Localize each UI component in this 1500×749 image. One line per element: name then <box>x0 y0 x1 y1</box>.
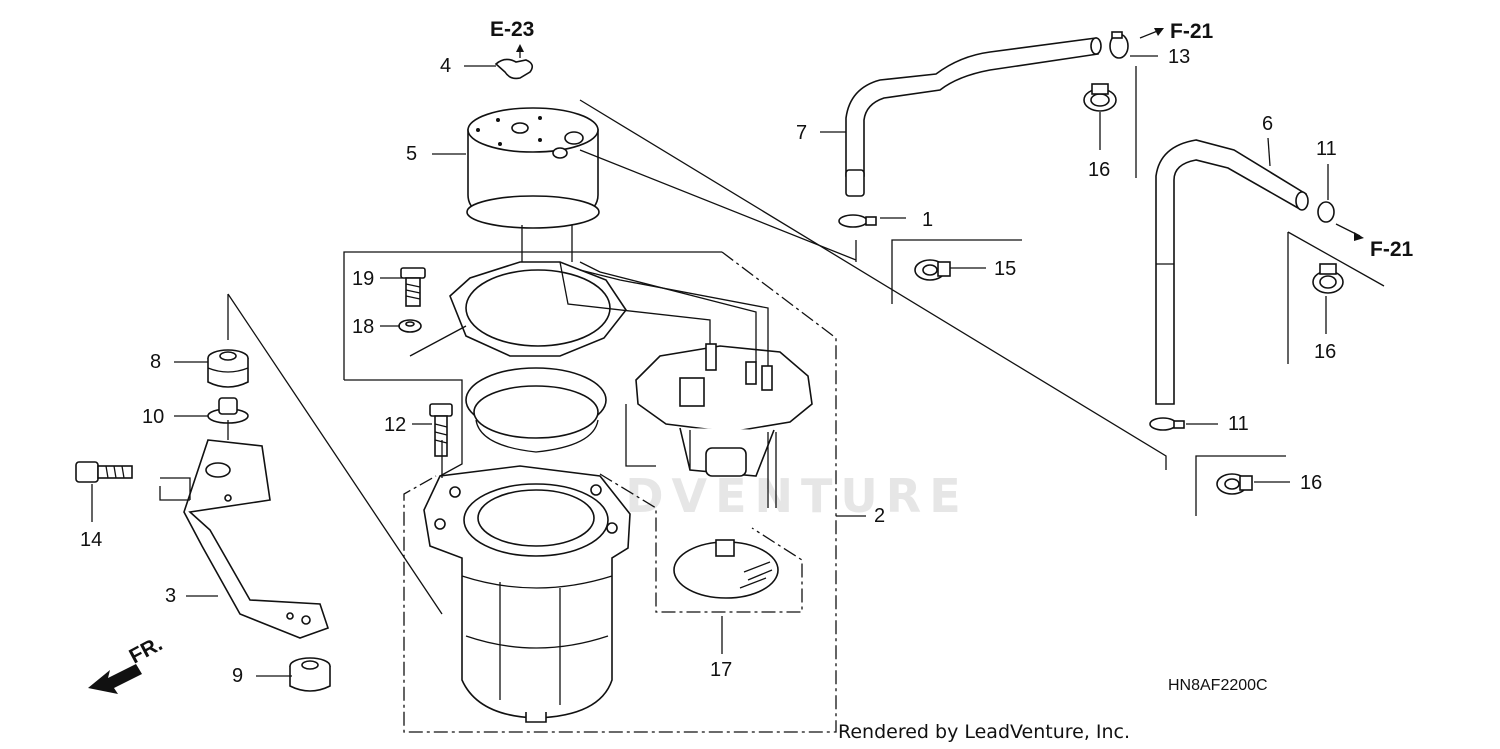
callout-11-upper: 11 <box>1316 138 1337 160</box>
part-19-bolt <box>400 267 426 307</box>
callout-15: 15 <box>994 258 1016 280</box>
callout-16-right: 16 <box>1314 341 1336 363</box>
part-16-clamp-lower <box>1216 473 1253 495</box>
callout-1: 1 <box>922 209 933 231</box>
part-13-clip <box>1109 31 1129 59</box>
gasket-plate <box>449 261 627 357</box>
part-16-clamp-right <box>1312 263 1344 294</box>
part-12-bolt <box>429 403 453 457</box>
part-10-collar <box>207 397 249 424</box>
callout-12: 12 <box>384 414 406 436</box>
part-11-clip-upper <box>1317 201 1335 223</box>
callout-17: 17 <box>710 659 732 681</box>
ref-f21-top: F-21 <box>1170 20 1214 43</box>
fuel-pump-assembly <box>635 343 813 508</box>
leader-lines <box>91 55 1329 677</box>
callout-13: 13 <box>1168 46 1190 68</box>
assembly-lines <box>159 66 1385 615</box>
front-label: FR. <box>126 632 167 668</box>
part-5-filter-cover <box>466 107 600 229</box>
callout-6: 6 <box>1262 113 1273 135</box>
callout-19: 19 <box>352 268 374 290</box>
part-15-clamp <box>914 259 951 281</box>
drawing-code: HN8AF2200C <box>1168 677 1268 694</box>
callout-8: 8 <box>150 351 161 373</box>
callout-14: 14 <box>80 529 102 551</box>
ref-f21-right: F-21 <box>1370 238 1414 261</box>
callout-9: 9 <box>232 665 243 687</box>
part-9-grommet <box>289 657 331 692</box>
callout-5: 5 <box>406 143 417 165</box>
callout-4: 4 <box>440 55 451 77</box>
ref-arrows <box>1139 28 1364 241</box>
callout-18: 18 <box>352 316 374 338</box>
part-1-clip <box>838 214 877 228</box>
filter-housing <box>423 465 631 723</box>
part-16-clamp-top <box>1083 83 1117 112</box>
o-ring <box>465 367 607 453</box>
callout-16-lower: 16 <box>1300 472 1322 494</box>
part-11-clip-lower <box>1149 417 1185 431</box>
part-4-wing-nut <box>494 44 534 80</box>
part-8-grommet <box>207 349 249 388</box>
part-17-filter-disc <box>673 539 779 599</box>
callout-7: 7 <box>796 122 807 144</box>
callout-16-top: 16 <box>1088 159 1110 181</box>
part-14-bolt <box>75 461 133 483</box>
part-18-washer <box>398 319 422 333</box>
callout-11-lower: 11 <box>1228 413 1249 435</box>
dashed-group-outline <box>403 251 837 733</box>
credit-text: Rendered by LeadVenture, Inc. <box>838 721 1130 743</box>
part-3-bracket <box>183 439 330 639</box>
part-6-hose <box>1155 139 1309 405</box>
front-arrow-icon: FR. <box>88 632 166 694</box>
callout-2: 2 <box>874 505 885 527</box>
callout-10: 10 <box>142 406 164 428</box>
ref-e23: E-23 <box>490 18 534 41</box>
part-7-hose <box>845 37 1102 197</box>
callout-3: 3 <box>165 585 176 607</box>
